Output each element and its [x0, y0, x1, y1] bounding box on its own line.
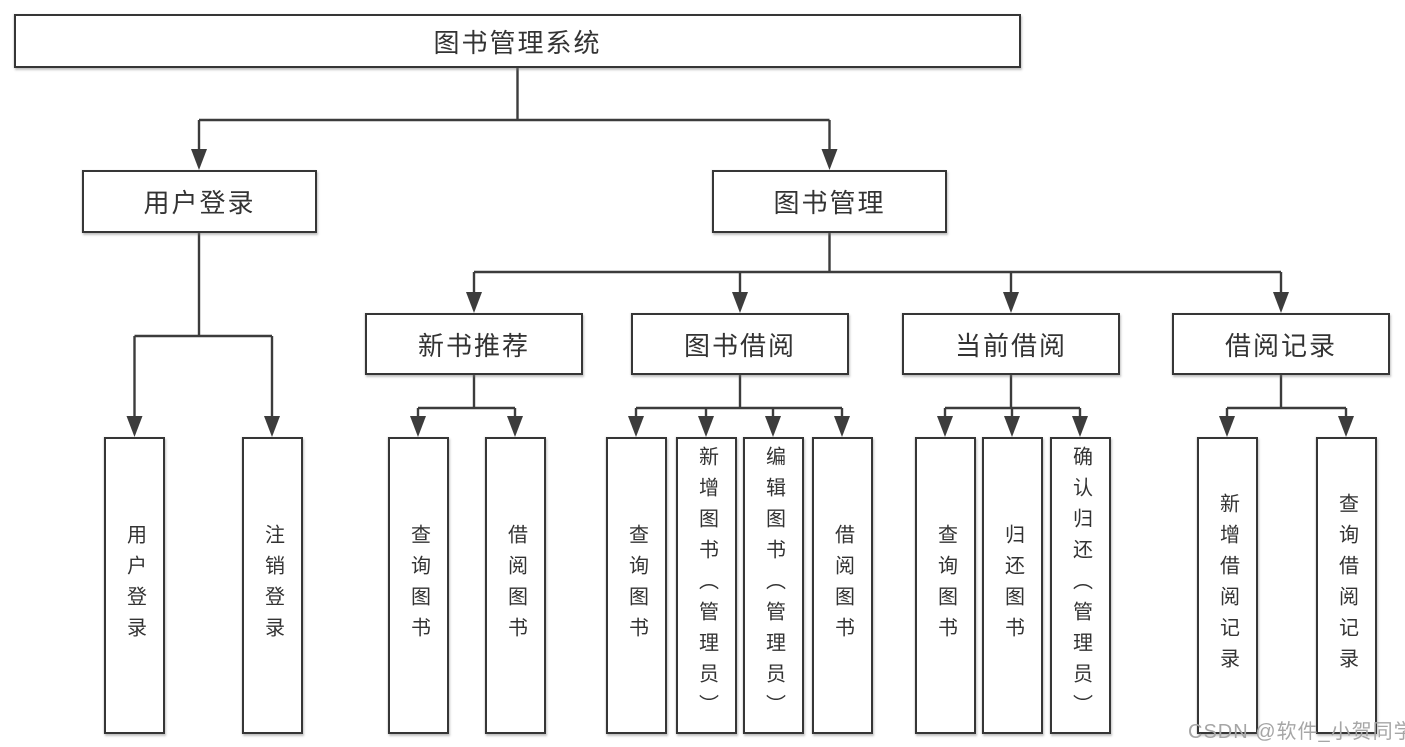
- arrow-icon: [698, 416, 714, 437]
- leaf-query-borrow-record: 查询借阅记录: [1316, 437, 1377, 734]
- connector-current-borrow: [943, 375, 1082, 418]
- arrow-icon: [834, 416, 850, 437]
- leaf-query-books-recommend: 查询图书: [388, 437, 449, 734]
- arrow-icon: [1338, 416, 1354, 437]
- arrow-icon: [1003, 292, 1019, 313]
- node-book-borrow-label: 图书借阅: [683, 330, 796, 361]
- arrow-icon: [264, 416, 280, 437]
- leaf-edit-books-admin: 编辑图书（管理员）: [743, 437, 804, 734]
- arrow-icon: [507, 416, 523, 437]
- leaf-logout: 注销登录: [242, 437, 303, 734]
- node-new-book-recommend-label: 新书推荐: [417, 330, 530, 361]
- node-user-login: 用户登录: [82, 170, 317, 233]
- node-current-borrow: 当前借阅: [902, 313, 1120, 375]
- leaf-borrow-books: 借阅图书: [812, 437, 873, 734]
- leaf-confirm-return-admin: 确认归还（管理员）: [1050, 437, 1111, 734]
- node-user-login-label: 用户登录: [143, 188, 256, 218]
- connector-root: [197, 68, 831, 151]
- arrow-icon: [821, 149, 838, 170]
- arrow-icon: [732, 292, 748, 313]
- leaf-return-books: 归还图书: [982, 437, 1043, 734]
- arrow-icon: [191, 149, 207, 170]
- leaf-borrow-books-recommend: 借阅图书: [485, 437, 546, 734]
- node-book-management: 图书管理: [712, 170, 947, 233]
- csdn-watermark: CSDN @软件_小贺同学: [1188, 721, 1405, 743]
- connector-user-login: [133, 233, 274, 418]
- arrow-icon: [628, 416, 644, 437]
- leaf-add-books-admin: 新增图书（管理员）: [676, 437, 737, 734]
- node-new-book-recommend: 新书推荐: [365, 313, 583, 375]
- node-book-borrow: 图书借阅: [631, 313, 849, 375]
- arrow-icon: [1273, 292, 1289, 313]
- node-borrow-records-label: 借阅记录: [1224, 330, 1337, 361]
- connector-book-management: [472, 233, 1283, 294]
- arrow-icon: [1004, 416, 1020, 437]
- arrow-icon: [765, 416, 781, 437]
- leaf-user-login: 用户登录: [104, 437, 165, 734]
- arrow-icon: [466, 292, 482, 313]
- arrow-icon: [126, 416, 143, 437]
- node-root: 图书管理系统: [14, 14, 1021, 68]
- node-root-label: 图书管理系统: [433, 27, 602, 58]
- connector-new-book: [416, 375, 517, 418]
- arrow-icon: [410, 416, 426, 437]
- node-book-management-label: 图书管理: [773, 188, 886, 218]
- arrow-icon: [1072, 416, 1088, 437]
- connector-book-borrow: [634, 375, 844, 418]
- leaf-query-books-borrow: 查询图书: [606, 437, 667, 734]
- node-current-borrow-label: 当前借阅: [954, 330, 1067, 361]
- arrow-icon: [1219, 416, 1235, 437]
- leaf-add-borrow-record: 新增借阅记录: [1197, 437, 1258, 734]
- connector-borrow-records: [1225, 375, 1348, 418]
- node-borrow-records: 借阅记录: [1172, 313, 1390, 375]
- arrowheads: [126, 149, 1354, 437]
- leaf-query-books-current: 查询图书: [915, 437, 976, 734]
- arrow-icon: [937, 416, 953, 437]
